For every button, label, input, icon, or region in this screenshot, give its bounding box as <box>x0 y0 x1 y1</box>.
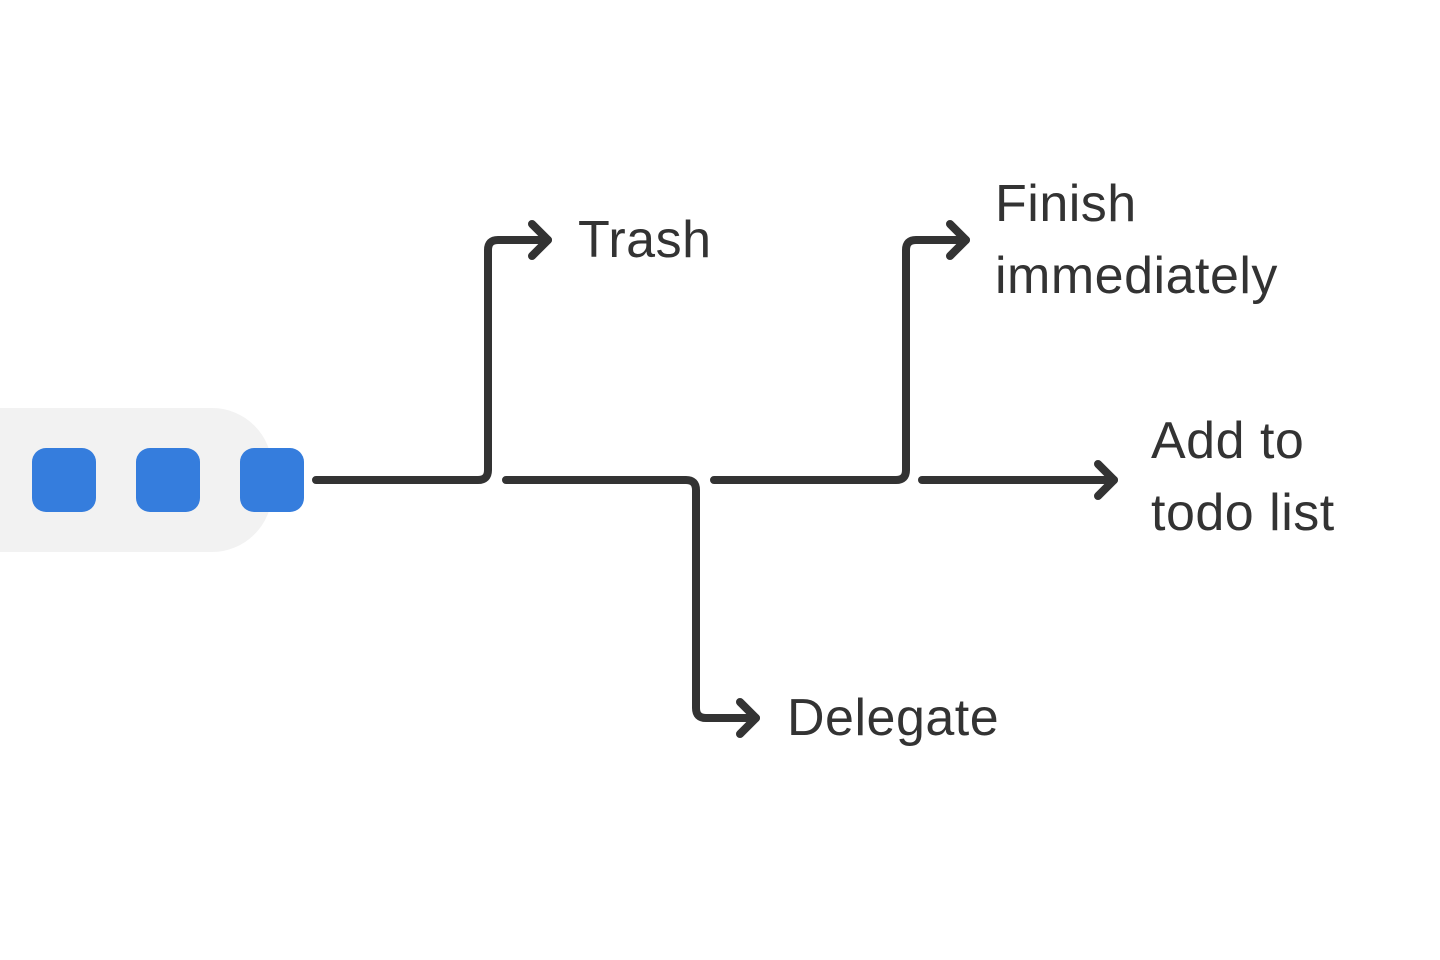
connector-main-1 <box>312 236 552 484</box>
label-finish-immediately: Finish immediately <box>995 175 1278 305</box>
task-square-1 <box>32 448 96 512</box>
label-add-to-todo-list: Add to todo list <box>1151 412 1335 542</box>
arrowhead-todo <box>1094 460 1118 500</box>
arrowhead-finish <box>946 220 970 260</box>
label-trash: Trash <box>578 211 712 269</box>
arrowhead-delegate <box>736 698 760 738</box>
task-square-2 <box>136 448 200 512</box>
label-delegate: Delegate <box>787 689 1000 747</box>
task-square-3 <box>240 448 304 512</box>
arrowhead-trash <box>528 220 552 260</box>
connector-main-3 <box>710 236 970 484</box>
connector-main-2 <box>502 476 760 722</box>
